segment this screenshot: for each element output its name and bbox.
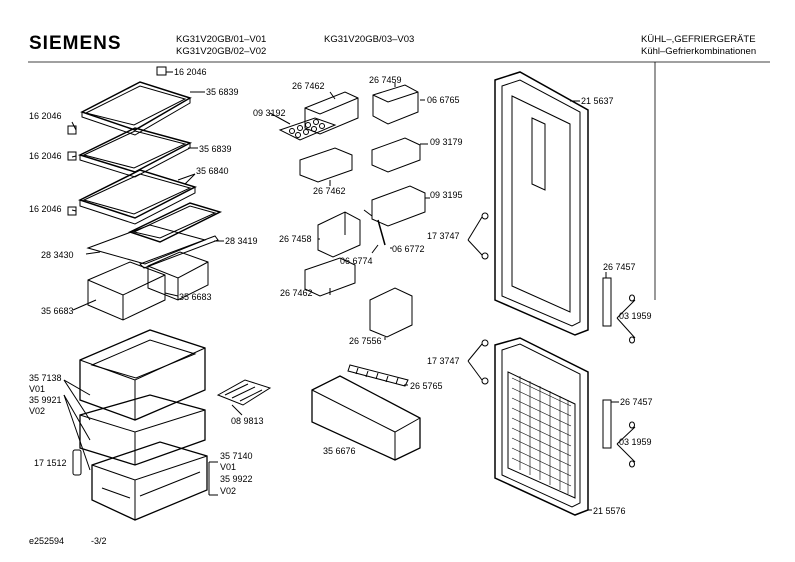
part-label: 35 9921 [29,395,62,405]
part-label: 21 5576 [593,506,626,516]
part-label: 26 7458 [279,234,312,244]
part-label: 08 9813 [231,416,264,426]
part-label: 26 7457 [620,397,653,407]
part-label: 26 5765 [410,381,443,391]
part-label: V01 [29,384,46,394]
part-label: 09 3195 [430,190,463,200]
part-label: 17 1512 [34,458,67,468]
part-label: 17 3747 [427,356,460,366]
part-label: 35 7140 [220,451,253,461]
part-label: 06 6774 [340,256,373,266]
part-label: 21 5637 [581,96,614,106]
part-label: 35 6683 [41,306,74,316]
part-label: 03 1959 [619,437,652,447]
part-label: 35 7138 [29,373,62,383]
part-label: V01 [220,462,237,472]
door-waffle-pattern [511,376,572,494]
model-number-3: KG31V20GB/03–V03 [324,34,415,45]
part-label: 16 2046 [174,67,207,77]
part-label: 35 6840 [196,166,229,176]
part-label: 17 3747 [427,231,460,241]
part-label: 16 2046 [29,111,62,121]
part-label: 35 6839 [199,144,232,154]
part-label: 35 6676 [323,446,356,456]
part-label: 35 6683 [179,292,212,302]
part-label: 03 1959 [619,311,652,321]
part-label: 09 3179 [430,137,463,147]
part-label: 06 6772 [392,244,425,254]
part-label: 09 3192 [253,108,286,118]
part-label: 26 7459 [369,75,402,85]
brand-logo: SIEMENS [29,33,122,54]
part-label: 35 9922 [220,474,253,484]
part-label: 35 6839 [206,87,239,97]
part-label: 28 3430 [41,250,74,260]
page-indicator: -3/2 [91,536,107,546]
part-label: 28 3419 [225,236,258,246]
part-label: V02 [29,406,46,416]
part-label: 26 7556 [349,336,382,346]
part-label: 16 2046 [29,204,62,214]
document-id: e252594 [29,536,65,546]
part-label: 26 7462 [292,81,325,91]
clip-part [156,66,167,76]
category-title: KÜHL–,GEFRIERGERÄTE [641,34,756,45]
category-subtitle: Kühl–Gefrierkombinationen [641,46,757,57]
part-label: 16 2046 [29,151,62,161]
model-number-2: KG31V20GB/02–V02 [176,46,267,57]
part-label: 26 7462 [280,288,313,298]
model-number-1: KG31V20GB/01–V01 [176,34,267,45]
part-label: 26 7457 [603,262,636,272]
part-label: 26 7462 [313,186,346,196]
part-label: 06 6765 [427,95,460,105]
part-label: V02 [220,486,237,496]
